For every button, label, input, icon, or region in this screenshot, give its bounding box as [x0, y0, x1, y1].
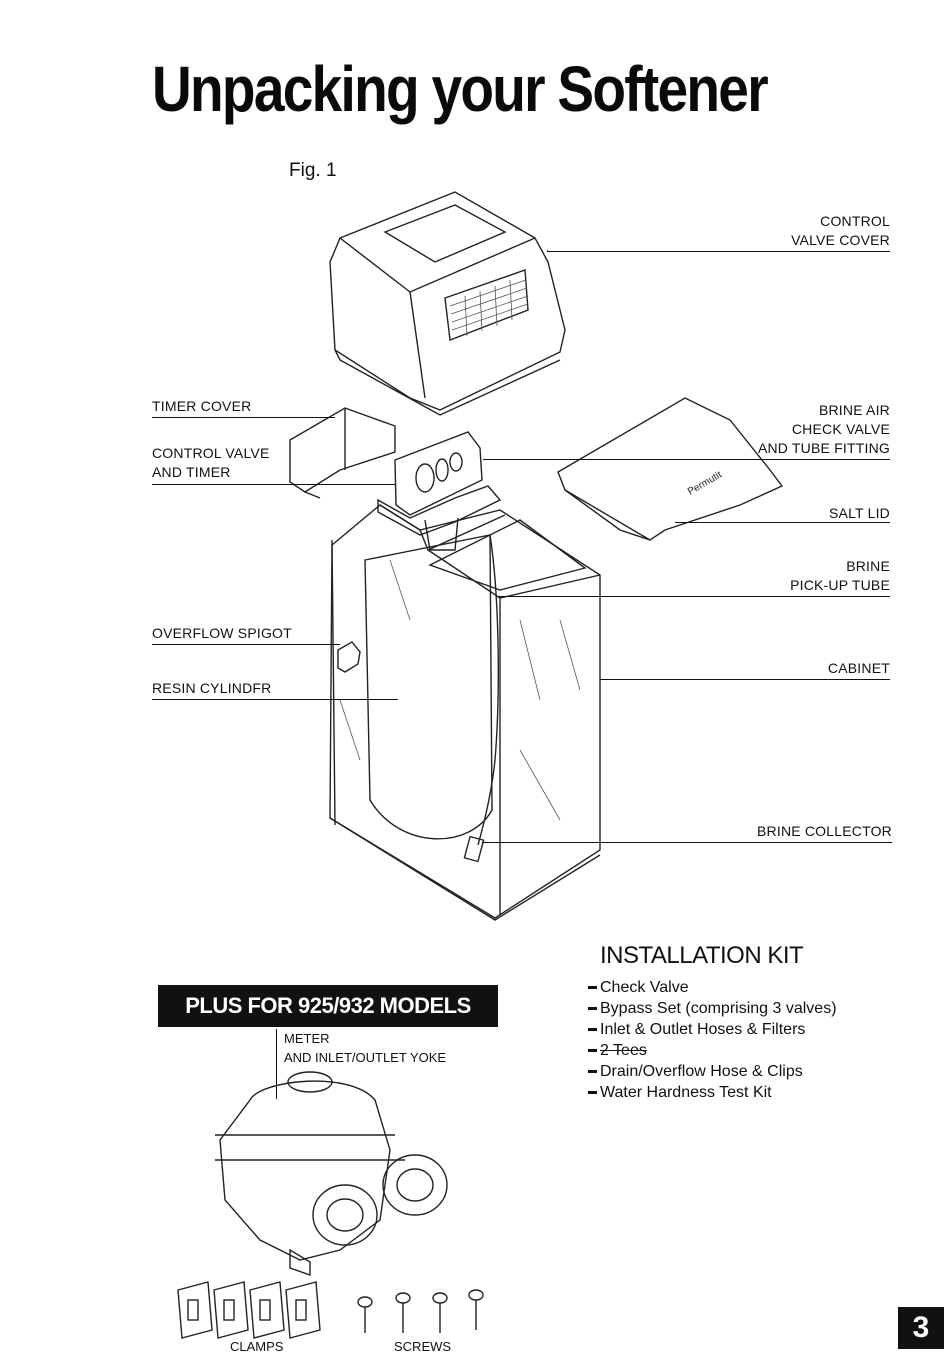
- meter-yoke-drawing: [215, 1071, 448, 1276]
- list-item: 2 Tees: [588, 1040, 837, 1061]
- list-item: Check Valve: [588, 977, 837, 998]
- installation-kit-list: Check Valve Bypass Set (comprising 3 val…: [588, 977, 837, 1103]
- salt-lid-drawing: Permutit: [557, 397, 784, 541]
- label-cabinet: CABINET: [827, 660, 890, 676]
- label-brine-air-3: AND TUBE FITTING: [757, 440, 890, 456]
- list-item: Drain/Overflow Hose & Clips: [588, 1061, 837, 1082]
- cabinet-drawing: [329, 504, 601, 921]
- models-banner: PLUS FOR 925/932 MODELS: [158, 985, 498, 1027]
- screws-drawing: [357, 1289, 484, 1333]
- label-screws: SCREWS: [394, 1339, 452, 1354]
- installation-kit-title: INSTALLATION KIT: [600, 942, 804, 969]
- label-brine-air-2: CHECK VALVE: [791, 421, 890, 437]
- label-control-valve-cover-1: CONTROL: [820, 213, 890, 229]
- label-brine-collector: BRINE COLLECTOR: [757, 823, 892, 839]
- label-meter-2: AND INLET/OUTLET YOKE: [284, 1050, 447, 1065]
- control-valve-cover-drawing: [329, 191, 566, 416]
- control-valve-drawing: [377, 431, 502, 551]
- label-brine-pickup-1: BRINE: [846, 558, 890, 574]
- label-salt-lid: SALT LID: [829, 505, 890, 521]
- label-control-valve-timer-2: AND TIMER: [152, 464, 231, 480]
- figure-label: Fig. 1: [289, 160, 337, 181]
- lid-logo: Permutit: [686, 469, 724, 497]
- label-meter-1: METER: [284, 1031, 330, 1046]
- label-brine-air-1: BRINE AIR: [818, 402, 890, 418]
- label-control-valve-timer-1: CONTROL VALVE: [152, 445, 270, 461]
- label-control-valve-cover-2: VALVE COVER: [791, 232, 890, 248]
- list-item: Water Hardness Test Kit: [588, 1082, 837, 1103]
- label-clamps: CLAMPS: [230, 1339, 284, 1354]
- list-item: Inlet & Outlet Hoses & Filters: [588, 1019, 837, 1040]
- label-timer-cover: TIMER COVER: [152, 398, 252, 414]
- label-brine-pickup-2: PICK-UP TUBE: [790, 577, 890, 593]
- label-overflow-spigot: OVERFLOW SPIGOT: [152, 625, 292, 641]
- page-number: 3: [898, 1307, 944, 1349]
- page-title: Unpacking your Softener: [152, 53, 769, 125]
- label-resin-cylinder: RESIN CYLINDFR: [152, 680, 272, 696]
- list-item: Bypass Set (comprising 3 valves): [588, 998, 837, 1019]
- clamps-drawing: [177, 1281, 321, 1339]
- timer-cover-drawing: [289, 407, 396, 499]
